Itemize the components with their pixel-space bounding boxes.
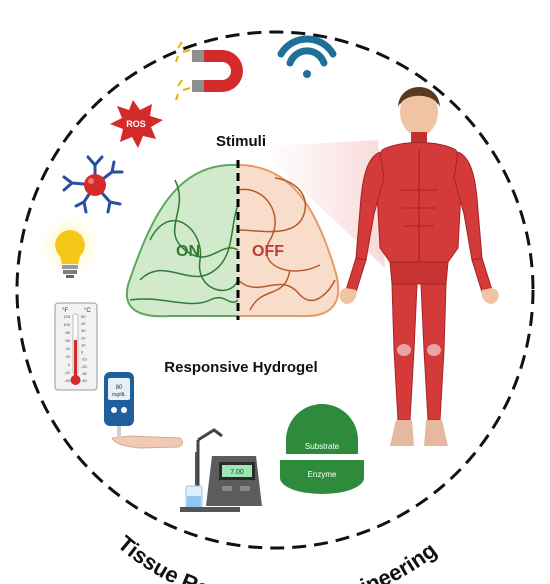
- thermo-tick-label: 40: [81, 321, 86, 326]
- thermo-tick-label: -10: [81, 357, 88, 362]
- enzyme-label: Enzyme: [308, 470, 337, 479]
- glucometer-unit: mg/dL: [112, 392, 126, 398]
- arc-title-text: Tissue Regeneration/Engineering: [113, 531, 441, 584]
- state-on-label: ON: [176, 243, 200, 260]
- thermo-tick-label: 80: [66, 330, 71, 335]
- thermo-tick-label: 30: [81, 328, 86, 333]
- thermo-f-ticks: 120 100 80 60 40 20 0 -20 -40: [63, 314, 70, 383]
- thermo-c-unit: °C: [84, 308, 91, 314]
- outer-dashed-circle: [15, 30, 535, 550]
- enzyme-substrate-icon: Substrate Enzyme: [280, 404, 364, 494]
- thermo-tick-label: -20: [81, 364, 88, 369]
- thermo-f-unit: °F: [62, 308, 68, 314]
- thermo-tick-label: -40: [81, 378, 88, 383]
- thermo-tick-label: 0: [81, 350, 84, 355]
- arc-title: Tissue Regeneration/Engineering: [113, 531, 441, 584]
- hydrogel-caption: Responsive Hydrogel: [164, 359, 317, 376]
- thermo-tick-label: 20: [66, 354, 71, 359]
- ros-burst-icon: ROS: [110, 100, 163, 148]
- magnet-icon: [175, 41, 243, 101]
- thermo-tick-label: 100: [63, 322, 70, 327]
- glucometer-icon: 80 mg/dL: [104, 372, 184, 449]
- thermo-tick-label: 40: [66, 346, 71, 351]
- stimuli-beam: [270, 140, 385, 268]
- glucometer-value: 80: [116, 385, 123, 391]
- thermo-tick-label: 20: [81, 335, 86, 340]
- thermo-tick-label: 0: [68, 362, 71, 367]
- thermo-tick-label: -40: [64, 378, 71, 383]
- substrate-label: Substrate: [305, 442, 340, 451]
- antibody-nanoparticle-icon: [62, 155, 124, 214]
- wifi-icon: [277, 35, 337, 78]
- state-off-label: OFF: [252, 243, 284, 260]
- thermo-tick-label: -30: [81, 371, 88, 376]
- thermo-c-ticks: 50 40 30 20 10 0 -10 -20 -30 -40: [81, 314, 88, 383]
- stimuli-title: Stimuli: [216, 133, 266, 150]
- responsive-hydrogel: ON OFF: [125, 160, 340, 320]
- thermo-tick-label: 50: [81, 314, 86, 319]
- thermo-tick-label: 120: [63, 314, 70, 319]
- light-bulb-icon: [40, 216, 100, 278]
- ph-meter-icon: 7.00: [180, 428, 262, 512]
- thermo-tick-label: 10: [81, 342, 86, 347]
- thermo-tick-label: 60: [66, 338, 71, 343]
- ros-label: ROS: [126, 119, 146, 129]
- thermo-tick-label: -20: [64, 370, 71, 375]
- ph-meter-reading: 7.00: [230, 469, 244, 476]
- human-muscle-figure: [339, 87, 499, 446]
